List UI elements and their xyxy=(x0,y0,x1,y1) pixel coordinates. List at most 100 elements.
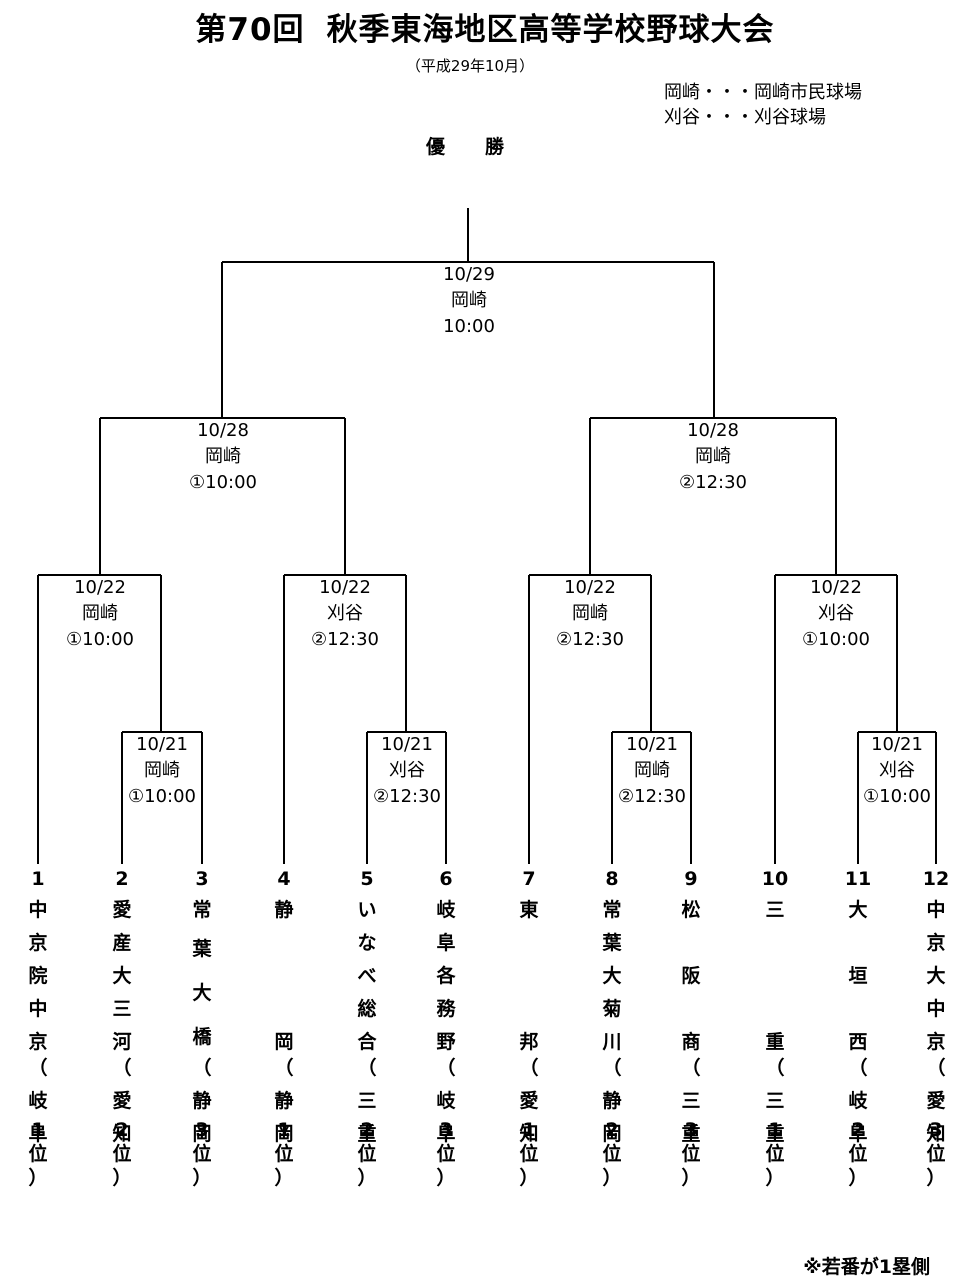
team-prefecture: （岐阜 xyxy=(28,1057,48,1145)
match-time: ①10:00 xyxy=(801,629,870,650)
match-venue: 岡崎 xyxy=(695,446,731,467)
page-title: 第70回秋季東海地区高等学校野球大会 xyxy=(0,4,970,49)
team-name: 大垣西 xyxy=(848,899,868,1053)
bracket-line-round1-4 xyxy=(857,731,937,864)
match-date: 10/21 xyxy=(136,734,188,755)
team-prefecture: （三重 xyxy=(357,1057,377,1145)
match-date: 10/21 xyxy=(381,734,433,755)
team-prefecture: （愛知 xyxy=(926,1057,946,1145)
match-venue: 岡崎 xyxy=(451,290,487,311)
match-round1-2: 10/21 刈谷 ②12:30 xyxy=(337,732,477,810)
match-date: 10/29 xyxy=(443,264,495,285)
match-venue: 刈谷 xyxy=(327,603,363,624)
team-prefecture: （三重 xyxy=(765,1057,785,1145)
champion-label: 優勝 xyxy=(426,136,505,158)
venue-legend: 岡崎・・・岡崎市民球場 刈谷・・・刈谷球場 xyxy=(664,80,862,130)
match-venue: 岡崎 xyxy=(205,446,241,467)
team-name: 静岡 xyxy=(274,899,294,1053)
team-name: 東邦 xyxy=(519,899,539,1053)
footnote: ※若番が1塁側 xyxy=(803,1256,930,1278)
bracket-line-round1-2 xyxy=(366,731,447,864)
title-tournament: 秋季東海地区高等学校野球大会 xyxy=(326,12,775,48)
match-time: ①10:00 xyxy=(65,629,134,650)
match-venue: 刈谷 xyxy=(818,603,854,624)
match-time: 10:00 xyxy=(443,316,495,337)
team-name: 愛産大三河 xyxy=(112,899,132,1053)
team-name: 三重 xyxy=(765,899,785,1053)
team-seed-number: 4 xyxy=(277,868,291,890)
match-date: 10/22 xyxy=(564,577,616,598)
bracket-line-round1-3 xyxy=(611,731,692,864)
team-seed-number: 8 xyxy=(605,868,619,890)
team-seed-number: 5 xyxy=(360,868,374,890)
match-time: ②12:30 xyxy=(678,472,747,493)
match-round1-1: 10/21 岡崎 ①10:00 xyxy=(92,732,232,810)
title-edition: 第70回 xyxy=(195,12,305,48)
team-seed-number: 7 xyxy=(522,868,536,890)
team-name: 松阪商 xyxy=(681,899,701,1053)
team-seed-number: 2 xyxy=(115,868,129,890)
legend-okazaki: 岡崎・・・岡崎市民球場 xyxy=(664,82,862,103)
match-venue: 刈谷 xyxy=(879,760,915,781)
subtitle-date: （平成29年10月） xyxy=(405,57,535,75)
match-quarterfinal-3: 10/22 岡崎 ②12:30 xyxy=(520,575,660,653)
match-time: ①10:00 xyxy=(127,786,196,807)
match-semifinal-2: 10/28 岡崎 ②12:30 xyxy=(643,418,783,496)
bracket-line-quarterfinal-4 xyxy=(774,574,898,864)
match-time: ①10:00 xyxy=(862,786,931,807)
team-prefecture: （岐阜 xyxy=(436,1057,456,1145)
team-seed-number: 9 xyxy=(684,868,698,890)
team-prefecture: （三重 xyxy=(681,1057,701,1145)
team-name: 中京大中京 xyxy=(926,899,946,1053)
bracket-line-quarterfinal-2 xyxy=(283,574,407,864)
team-name: いなべ総合 xyxy=(357,899,377,1053)
match-round1-3: 10/21 岡崎 ②12:30 xyxy=(582,732,722,810)
bracket-line-quarterfinal-1 xyxy=(37,574,162,864)
team-name: 常葉大橋 xyxy=(192,899,212,1048)
match-venue: 岡崎 xyxy=(634,760,670,781)
bracket-line-quarterfinal-3 xyxy=(528,574,652,864)
match-time: ①10:00 xyxy=(188,472,257,493)
team-prefecture: （静岡 xyxy=(192,1057,212,1145)
team-name: 常葉大菊川 xyxy=(602,899,622,1053)
legend-kariya: 刈谷・・・刈谷球場 xyxy=(664,107,826,128)
bracket-line-round1-1 xyxy=(121,731,203,864)
team-prefecture: （愛知 xyxy=(519,1057,539,1145)
match-venue: 刈谷 xyxy=(389,760,425,781)
match-quarterfinal-1: 10/22 岡崎 ①10:00 xyxy=(30,575,170,653)
team-prefecture: （静岡 xyxy=(274,1057,294,1145)
bracket-line-semifinal-2 xyxy=(589,417,837,575)
match-quarterfinal-2: 10/22 刈谷 ②12:30 xyxy=(275,575,415,653)
team-seed-number: 10 xyxy=(761,868,789,890)
team-seed-number: 6 xyxy=(439,868,453,890)
team-prefecture: （愛知 xyxy=(112,1057,132,1145)
match-date: 10/22 xyxy=(810,577,862,598)
match-round1-4: 10/21 刈谷 ①10:00 xyxy=(827,732,967,810)
match-time: ②12:30 xyxy=(372,786,441,807)
team-name: 岐阜各務野 xyxy=(436,899,456,1053)
match-semifinal-1: 10/28 岡崎 ①10:00 xyxy=(153,418,293,496)
team-seed-number: 3 xyxy=(195,868,209,890)
match-date: 10/28 xyxy=(197,420,249,441)
bracket-line-semifinal-1 xyxy=(99,417,346,575)
team-name: 中京院中京 xyxy=(28,899,48,1053)
